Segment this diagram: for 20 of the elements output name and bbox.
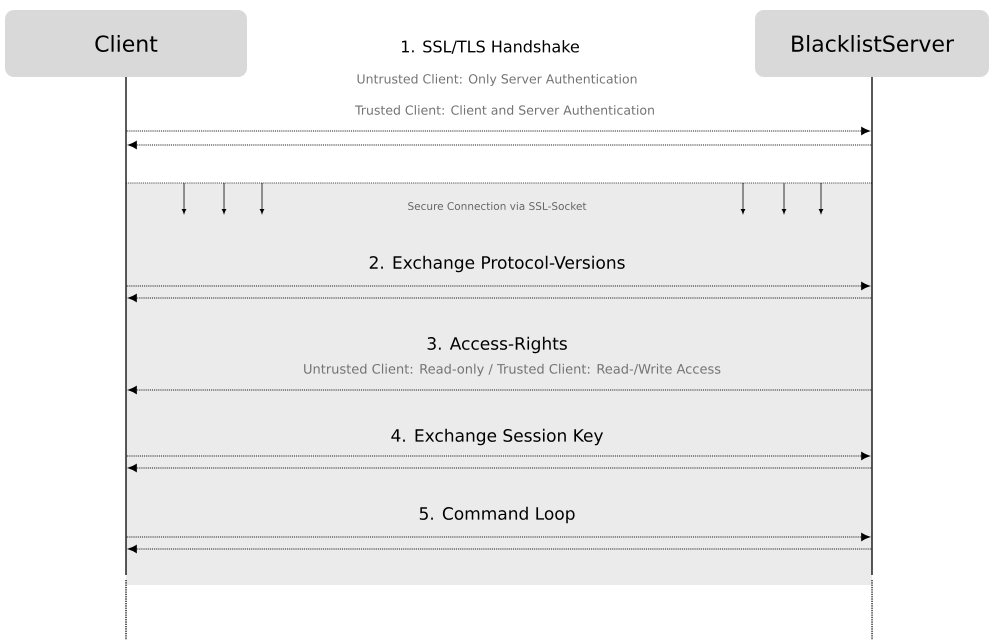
step-heading: 3. Access-Rights (428, 336, 567, 354)
message-arrow (128, 544, 872, 554)
note-text: Secure Connection via SSL-Socket (408, 202, 586, 210)
step-heading: 4. Exchange Session Key (391, 428, 604, 446)
message-arrow (128, 464, 872, 472)
message-arrow (128, 386, 872, 394)
message-arrow (126, 452, 870, 460)
message-arrow (128, 294, 872, 302)
message-arrow (128, 140, 872, 150)
note-text: Trusted Client: Client and Server Authentication (355, 105, 654, 115)
note-text: Untrusted Client: Read-only / Trusted Client: Read-/Write Access (304, 364, 720, 376)
step-heading: 5. Command Loop (420, 506, 575, 524)
participant-box: BlacklistServer (755, 10, 989, 77)
participant-box: Client (5, 10, 247, 77)
message-arrow (126, 282, 870, 290)
message-arrow (126, 126, 870, 136)
step-heading: 1. SSL/TLS Handshake (402, 40, 579, 54)
step-heading: 2. Exchange Protocol-Versions (370, 256, 625, 272)
message-arrow (126, 532, 870, 542)
note-text: Untrusted Client: Only Server Authentication (358, 74, 636, 86)
